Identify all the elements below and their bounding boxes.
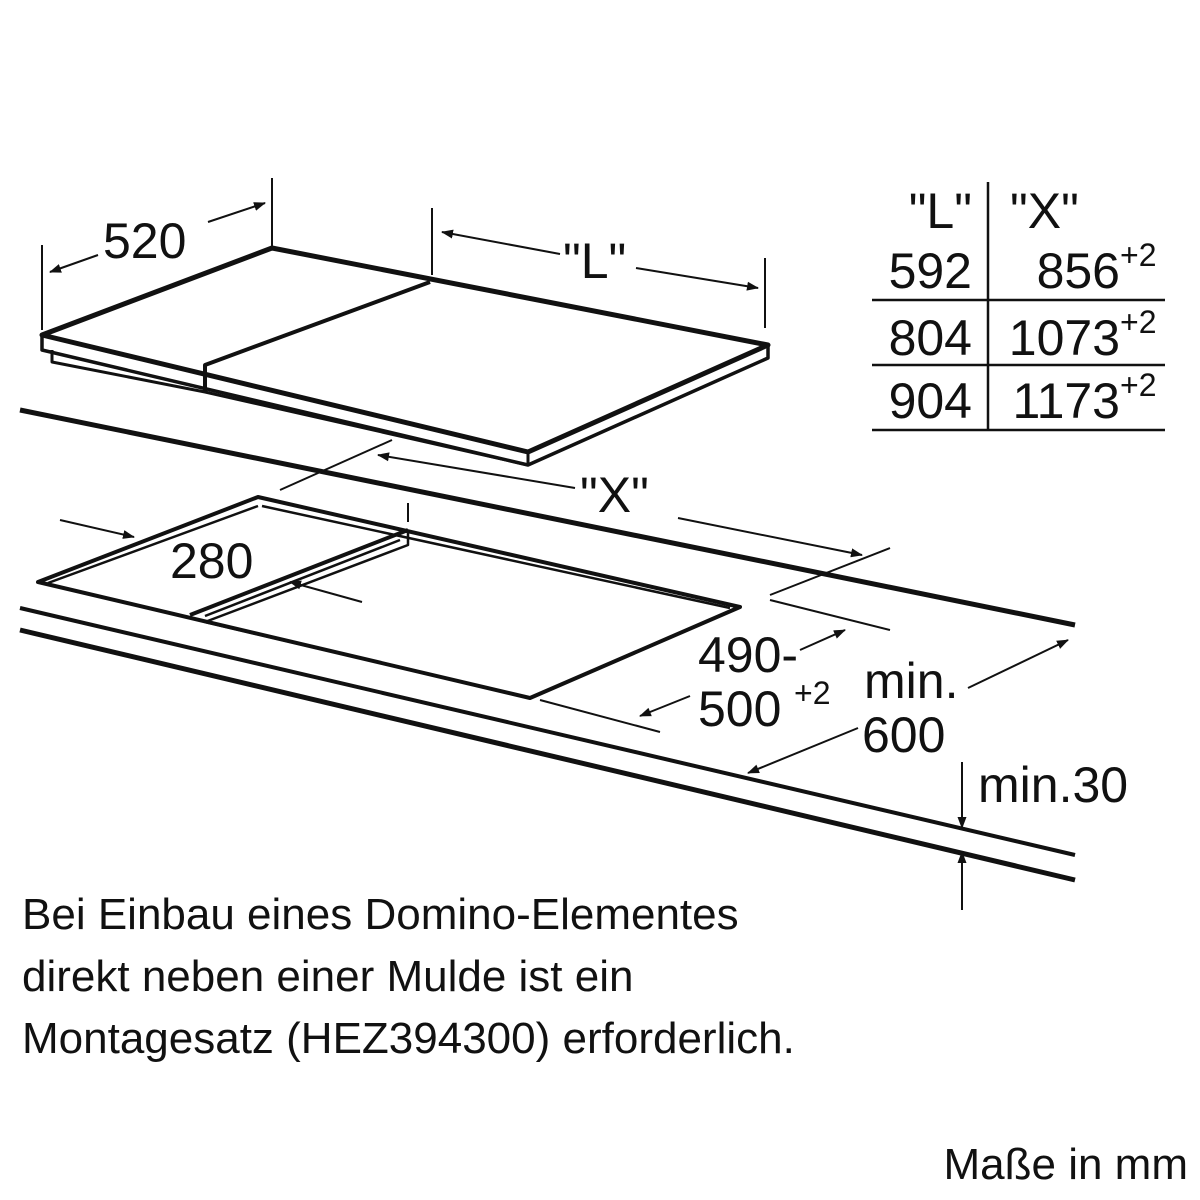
cooktop-drawing — [39, 245, 771, 467]
label-cutout-x: "X" — [580, 467, 649, 523]
installation-note: Bei Einbau eines Domino-Elementes direkt… — [22, 884, 1172, 1070]
table-row-2-sup: +2 — [1120, 304, 1156, 340]
worktop-drawing — [19, 407, 1076, 883]
cutout-domino-split — [189, 528, 409, 617]
note-line-1: Bei Einbau eines Domino-Elementes — [22, 890, 739, 939]
table-row-2-l: 804 — [889, 310, 972, 366]
label-min: min. — [864, 653, 958, 709]
label-500-sup: +2 — [794, 675, 830, 711]
size-table: "L" "X" 592 856 +2 804 1073 +2 904 1173 … — [872, 182, 1165, 432]
label-min-30: min.30 — [978, 757, 1128, 813]
cutout-outline — [36, 495, 742, 700]
note-line-3: Montagesatz (HEZ394300) erforderlich. — [22, 1014, 795, 1063]
worktop-front-bottom — [19, 627, 1076, 883]
worktop-front-top — [19, 606, 1076, 857]
table-row-1-x: 856 — [1037, 243, 1120, 299]
table-header-l: "L" — [909, 183, 972, 239]
table-row-1-l: 592 — [889, 243, 972, 299]
label-520: 520 — [103, 213, 186, 269]
table-row-2-x: 1073 — [1009, 310, 1120, 366]
table-row-1-sup: +2 — [1120, 237, 1156, 273]
table-row-3-sup: +2 — [1120, 367, 1156, 403]
note-line-2: direkt neben einer Mulde ist ein — [22, 952, 634, 1001]
cooktop-divider — [203, 280, 431, 392]
label-490: 490- — [698, 627, 798, 683]
dimension-lines — [41, 178, 1069, 910]
label-280: 280 — [170, 533, 253, 589]
label-600: 600 — [862, 707, 945, 763]
label-length-l: "L" — [563, 233, 626, 289]
cutout-drawing — [36, 495, 742, 700]
table-header-x: "X" — [1010, 183, 1079, 239]
cooktop-front-edge — [40, 335, 770, 467]
table-row-3-x: 1173 — [1012, 373, 1120, 429]
units-label: Maße in mm — [943, 1140, 1188, 1189]
label-500: 500 — [698, 681, 781, 737]
worktop-back-edge — [19, 407, 1076, 628]
table-row-3-l: 904 — [889, 373, 972, 429]
